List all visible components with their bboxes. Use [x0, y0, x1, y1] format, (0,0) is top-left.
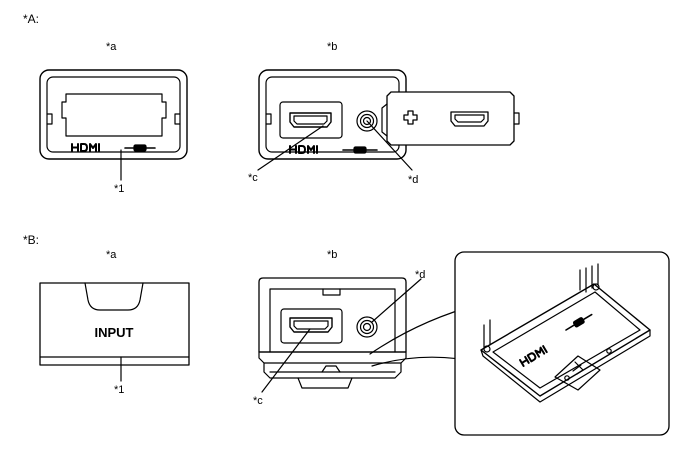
a-a-cover-frame: [39, 69, 188, 160]
a-a-audio-plug-icon: [124, 144, 156, 152]
callout-a-d: *d: [408, 174, 419, 186]
callout-a-1: *1: [114, 183, 125, 195]
section-a-label: *A:: [23, 12, 40, 26]
b-b-unit: [258, 277, 407, 389]
detail-audio-plug-icon: [565, 313, 593, 331]
leader-a-c: [257, 125, 324, 171]
a-b-hdmi-logo-icon: [289, 145, 318, 154]
callout-b-1: *1: [114, 384, 125, 396]
callout-b-c: *c: [253, 395, 263, 407]
leader-b-d: [371, 278, 422, 323]
view-b-a-label: *a: [106, 249, 117, 261]
a-b-audio-plug-icon: [342, 146, 378, 154]
callout-b-d: *d: [415, 269, 426, 281]
leader-b-c: [261, 328, 311, 393]
a-b-frame: [258, 69, 407, 160]
leader-a-d: [366, 120, 413, 171]
cover-input-text: INPUT: [95, 325, 134, 340]
section-b-label: *B:: [23, 233, 40, 247]
plus-icon: [403, 110, 418, 125]
callout-a-c: *c: [248, 172, 258, 184]
a-a-hdmi-logo-icon: [71, 143, 100, 152]
view-a-a-label: *a: [106, 41, 117, 53]
view-b-b-label: *b: [327, 249, 338, 261]
b-a-cover-front: [39, 282, 190, 366]
detail-hdmi-logo-icon: [519, 345, 548, 368]
view-a-b-label: *b: [327, 41, 338, 53]
a-b-door-hdmi-port-icon: [450, 111, 489, 127]
detail-inset: [454, 251, 670, 436]
